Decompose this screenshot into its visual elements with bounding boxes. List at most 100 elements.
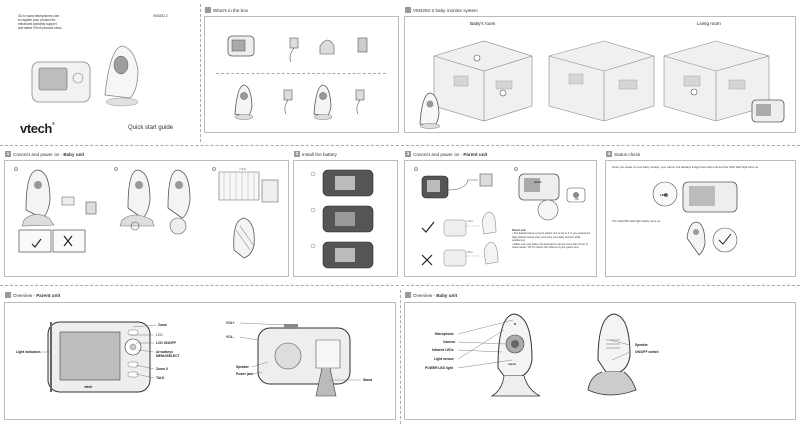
ov-parent-panel <box>4 302 396 420</box>
step-marker <box>414 167 418 171</box>
distance-label: < 3 m <box>239 167 247 171</box>
distance-label: < 3 m <box>466 251 473 254</box>
section-number <box>405 292 411 298</box>
cover-product-image <box>31 45 139 107</box>
section-number <box>5 292 11 298</box>
note-text: Make sure your baby unit and parent unit… <box>512 242 588 250</box>
ov-baby-title-text: Overview - <box>413 292 437 298</box>
house-illustration <box>419 40 785 129</box>
parent-unit-back <box>257 324 351 397</box>
cover-intro: Go to www.vtechphones.com to register yo… <box>18 14 108 30</box>
box-panel <box>204 16 399 133</box>
cover-model: VM3252-2 <box>153 14 168 18</box>
note-item: • Make sure your baby unit and parent un… <box>512 242 588 250</box>
ov-baby-panel <box>404 302 796 420</box>
fold-line <box>0 145 800 146</box>
guide-title: Quick start guide <box>128 125 174 131</box>
box-contents-image <box>227 35 368 120</box>
fold-line <box>0 285 800 286</box>
leader-lines <box>42 322 361 381</box>
step-marker <box>114 167 118 171</box>
ov-baby-title-bold: Baby unit <box>436 292 458 298</box>
label-speaker: Speaker <box>236 365 249 369</box>
label-lcd: LCD <box>156 333 163 337</box>
section-number <box>405 7 411 13</box>
notes-title: Parent unit <box>512 229 526 232</box>
parent-unit-front <box>47 321 151 393</box>
s1-title-text: Connect and power on - <box>13 151 64 157</box>
fold-line <box>400 290 401 424</box>
section-title: Overview - Baby unit <box>413 293 457 298</box>
section-title: Connect and power on - Baby unit <box>13 152 84 157</box>
section-title: What's in the box <box>213 7 249 13</box>
s2-header: 2 Install the battery <box>294 151 337 157</box>
s3-header: 3 Connect and power on - Parent unit <box>405 151 487 157</box>
section-title: Install the battery <box>302 151 337 157</box>
step-marker <box>514 167 518 171</box>
label-zoom-2: Zoom II <box>156 367 168 371</box>
s3-notes: Parent unit • The default volume of your… <box>512 229 594 249</box>
system-panel <box>404 16 796 133</box>
s2-panel <box>293 160 398 277</box>
label-microphone: Microphone <box>435 332 454 336</box>
cover-panel: Go to www.vtechphones.com to register yo… <box>0 0 200 145</box>
brand-mark: ® <box>51 121 55 126</box>
s4-text-1: Once you power on your baby monitor, you… <box>612 165 759 169</box>
section-title: Overview - Parent unit <box>13 293 60 298</box>
ov-parent-title-text: Overview - <box>13 292 37 298</box>
section-number: 4 <box>606 151 612 157</box>
ok-label: OK <box>575 198 579 201</box>
cover-intro-line: and latest VTech product news. <box>18 26 63 31</box>
label-stand: Stand <box>363 378 373 382</box>
s1-header: 1 Connect and power on - Baby unit <box>5 151 84 157</box>
ov-parent-header: Overview - Parent unit <box>5 292 60 298</box>
section-title: Status check <box>614 151 641 157</box>
section-number: 2 <box>294 151 300 157</box>
s1-panel <box>4 160 289 277</box>
s3-title-text: Connect and power on - <box>413 151 464 157</box>
s2-battery-illustration <box>310 169 374 269</box>
cover-intro-line: Go to www.vtechphones.com <box>18 14 60 18</box>
cover-intro-line: to register your product for <box>18 18 56 23</box>
section-title: VM3252-2 baby monitor system <box>413 7 478 13</box>
living-room-label: Living room <box>697 21 721 26</box>
s1-illustration <box>18 169 279 259</box>
ov-baby-header: Overview - Baby unit <box>405 292 457 298</box>
s4-illustration <box>652 181 738 256</box>
link-label: LINK <box>660 193 667 197</box>
box-divider <box>216 73 386 74</box>
label-power-jack: Power jack <box>236 372 254 376</box>
s1-title-bold: Baby unit <box>63 151 85 157</box>
label-arrowkeys: Arrowkeys MENU/SELECT <box>156 350 180 358</box>
parent-unit-brand: vtech <box>84 385 93 389</box>
brand-name: vtech <box>20 121 52 136</box>
label-camera: Camera <box>443 340 456 344</box>
section-title: Connect and power on - Parent unit <box>413 152 487 157</box>
label-power-led: POWER LED light <box>425 366 453 370</box>
section-number <box>205 7 211 13</box>
label-speaker: Speaker <box>635 343 648 347</box>
label-vol-minus: VOL- <box>226 335 234 339</box>
label-onoff-switch: ON/OFF switch <box>635 350 659 354</box>
babys-room-label: Baby's room <box>470 21 496 26</box>
s4-text-2: The ON/LINK LED light slowly turns on. <box>612 219 661 223</box>
distance-label: < 3 m <box>466 220 473 223</box>
label-infrared-leds: Infrared LEDs <box>432 348 454 352</box>
note-item: • The default volume of your parent unit… <box>512 232 591 243</box>
cam-brand-label: vtech <box>534 180 542 184</box>
section-number: 1 <box>5 151 11 157</box>
s3-panel <box>404 160 597 277</box>
label-vol-plus: VOL+ <box>226 321 235 325</box>
label-lcd-onoff: LCD ON/OFF <box>156 341 177 345</box>
note-text: The default volume of your parent unit i… <box>512 232 591 243</box>
ov-parent-title-bold: Parent unit <box>36 292 61 298</box>
baby-unit-brand: vtech <box>508 362 516 366</box>
box-header: What's in the box <box>205 7 248 13</box>
label-talk: TALK <box>156 376 165 380</box>
s3-illustration <box>421 173 586 267</box>
label-light-indicators: Light indicators <box>16 350 41 354</box>
section-number: 3 <box>405 151 411 157</box>
cover-intro-line: enhanced warranty support <box>18 22 57 27</box>
step-marker <box>212 167 216 171</box>
fold-line <box>200 4 201 142</box>
